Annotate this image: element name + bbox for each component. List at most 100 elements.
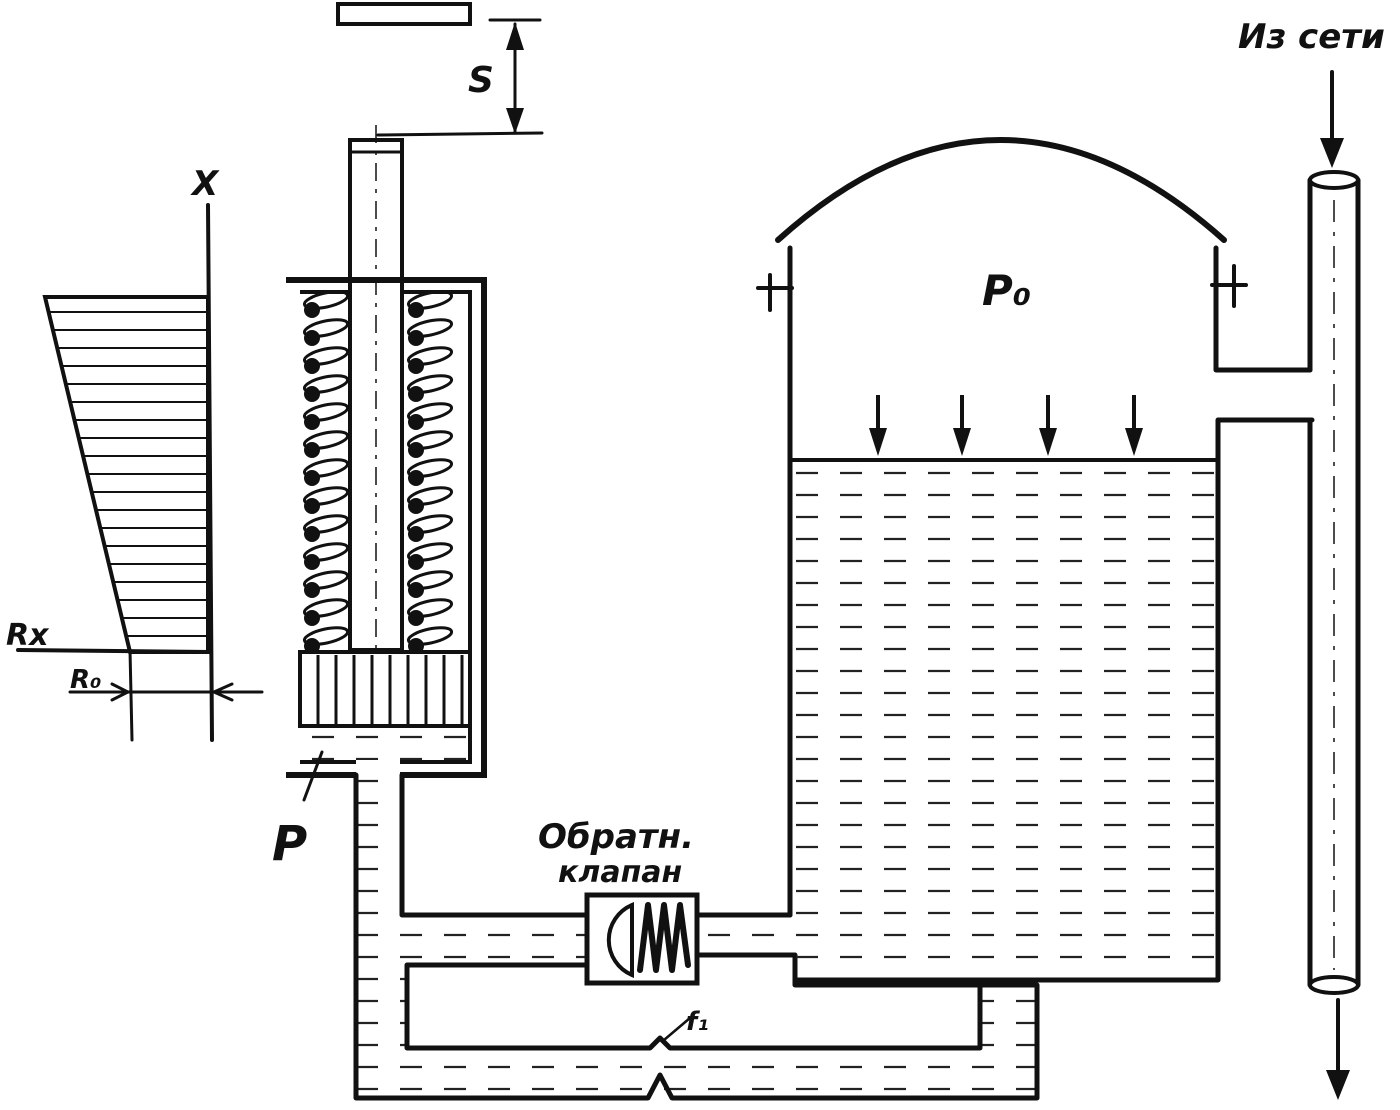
- tank-right-wall-upper: [1213, 245, 1313, 373]
- spring-coil: [302, 402, 350, 422]
- orifice-leader: [662, 1016, 692, 1042]
- spring-coil: [302, 626, 350, 646]
- piston-hatching: [316, 655, 464, 724]
- stroke-plate: [336, 2, 472, 26]
- spring-right-coils: [406, 290, 454, 654]
- spring-coil-section: [304, 526, 320, 542]
- spring-coil-section: [408, 470, 424, 486]
- spring-coil-section: [304, 302, 320, 318]
- spring-coil: [302, 374, 350, 394]
- stroke-bottom-line: [376, 131, 544, 137]
- spring-coil: [302, 570, 350, 590]
- stroke-label: S: [468, 60, 494, 101]
- spring-coil-section: [304, 358, 320, 374]
- r0-arrow-right: [212, 682, 234, 702]
- spring-coil: [302, 346, 350, 366]
- stroke-indicator: S: [336, 2, 544, 137]
- supply-pipe-top-opening: [1308, 170, 1360, 190]
- spring-coil-section: [304, 386, 320, 402]
- r0-reference-line: [128, 648, 134, 742]
- spring-coil: [406, 290, 454, 310]
- spring-coil: [406, 598, 454, 618]
- spring-coil-section: [304, 554, 320, 570]
- gas-pressure-arrows: [869, 395, 1143, 456]
- pressure-hatching: [48, 311, 208, 637]
- pipe-liquid: [358, 775, 1035, 1098]
- spring-coil: [302, 458, 350, 478]
- valve-label-line1: Обратн.: [538, 817, 694, 857]
- spring-coil-section: [304, 442, 320, 458]
- spring-coil: [406, 514, 454, 534]
- pressure-arrow-head: [953, 428, 971, 456]
- spring-left-coils: [302, 290, 350, 654]
- spring-coil-section: [408, 414, 424, 430]
- spring-coil-section: [408, 302, 424, 318]
- stroke-arrow-down: [506, 108, 524, 134]
- stroke-arrow-up: [506, 22, 524, 50]
- supply-pipe: Из сети: [1238, 17, 1385, 1100]
- spring-coil: [302, 542, 350, 562]
- spring-coil-section: [408, 582, 424, 598]
- spring-coil: [302, 486, 350, 506]
- pressure-distribution-diagram: X Rx R₀: [6, 164, 264, 742]
- piston: [298, 650, 472, 728]
- spring-coil-section: [304, 610, 320, 626]
- spring-coil-section: [304, 498, 320, 514]
- outlet-arrow-head: [1326, 1070, 1350, 1100]
- rx-label: Rx: [6, 618, 50, 653]
- spring-coil: [302, 514, 350, 534]
- spring-coil: [406, 486, 454, 506]
- pipe-outer-wall: [353, 772, 1040, 1101]
- check-valve: Обратн. клапан: [538, 817, 700, 986]
- spring-coil-section: [408, 330, 424, 346]
- spring-coil: [302, 290, 350, 310]
- r0-label: R₀: [70, 665, 101, 695]
- pressure-arrow-head: [1039, 428, 1057, 456]
- pipe-valve-to-tank: [697, 872, 793, 918]
- spring-coil: [406, 346, 454, 366]
- spring-coil-section: [304, 330, 320, 346]
- spring-coil: [302, 430, 350, 450]
- spring-coil: [302, 598, 350, 618]
- gas-pressure-p0-label: P₀: [982, 266, 1031, 315]
- spring-coil-section: [408, 386, 424, 402]
- check-valve-ball: [606, 901, 634, 979]
- pressure-arrow-head: [869, 428, 887, 456]
- r0-arrow-left: [110, 682, 130, 702]
- axis-x-label: X: [190, 164, 220, 204]
- pressure-p-leader: [302, 750, 324, 802]
- spring-coil: [302, 318, 350, 338]
- pressure-p-label: P: [272, 816, 307, 872]
- tank-dome: [775, 137, 1227, 243]
- spring-coil-section: [304, 470, 320, 486]
- from-network-label: Из сети: [1238, 17, 1385, 57]
- spring-coil-section: [408, 554, 424, 570]
- orifice-label: f₁: [686, 1007, 709, 1037]
- valve-outlet-liquid: [700, 915, 792, 955]
- rx-line: [16, 648, 212, 654]
- spring-coil: [406, 570, 454, 590]
- spring-coil-section: [408, 358, 424, 374]
- spring-coil: [406, 430, 454, 450]
- supply-pipe-bottom-opening: [1308, 975, 1360, 995]
- inlet-arrow-head: [1320, 138, 1344, 168]
- pressure-arrow-head: [1125, 428, 1143, 456]
- spring-coil: [406, 626, 454, 646]
- spring-coil-section: [408, 498, 424, 514]
- spring-coil-section: [408, 610, 424, 626]
- spring-coil-section: [408, 526, 424, 542]
- spring-coil-section: [408, 442, 424, 458]
- check-valve-spring: [637, 902, 691, 973]
- tank-liquid: [792, 462, 1216, 980]
- spring-coil: [406, 458, 454, 478]
- valve-label-line2: клапан: [558, 855, 682, 890]
- spring-cylinder: P: [272, 125, 487, 872]
- spring-coil: [406, 542, 454, 562]
- spring-coil-section: [304, 414, 320, 430]
- spring-coil: [406, 374, 454, 394]
- spring-coil-section: [304, 582, 320, 598]
- cylinder-liquid: [302, 728, 468, 760]
- spring-coil: [406, 402, 454, 422]
- tank-right-wall-lower: [792, 417, 1315, 983]
- spring-coil: [406, 318, 454, 338]
